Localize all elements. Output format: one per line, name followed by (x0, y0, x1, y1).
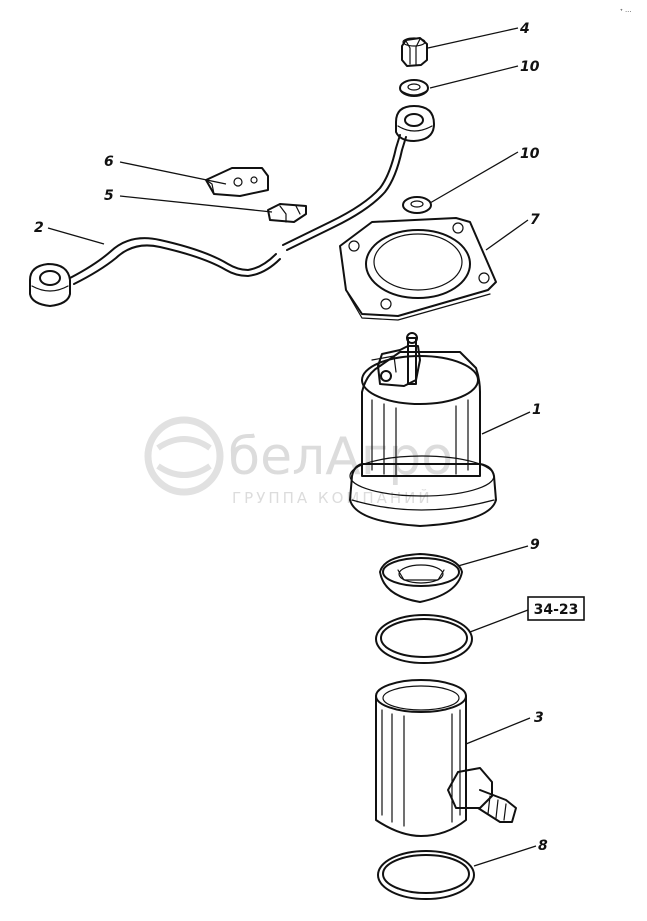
part-8-seal-ring (377, 850, 475, 900)
reference-box-label: 34-23 (534, 602, 579, 618)
callout-3: 3 (534, 710, 544, 726)
callout-4: 4 (519, 21, 530, 37)
corner-mark: ˖ ... (620, 6, 632, 14)
part-4-cap-nut (401, 37, 428, 67)
part-7-flange-gasket (339, 217, 497, 321)
part-10-washer-lower (402, 196, 432, 214)
callout-6: 6 (104, 154, 114, 170)
part-1-filter-housing (349, 332, 497, 527)
callout-1: 1 (532, 402, 542, 418)
callout-5: 5 (104, 188, 114, 204)
callout-10-upper: 10 (520, 59, 540, 75)
watermark-logo-icon (144, 416, 224, 496)
part-5-clamp-pad (267, 203, 307, 223)
callout-labels: 4 10 10 7 6 5 2 1 9 3 8 (34, 21, 548, 854)
callout-9: 9 (530, 537, 540, 553)
callout-7: 7 (530, 212, 540, 228)
part-10-washer-upper (399, 79, 429, 97)
callout-2: 2 (34, 220, 44, 236)
callout-8: 8 (538, 838, 548, 854)
watermark-brand: белАгро (228, 427, 453, 487)
part-2-fuel-line-left (29, 237, 281, 307)
fuel-line-right (282, 134, 407, 251)
callout-10-lower: 10 (520, 146, 540, 162)
banjo-fitting-upper (395, 105, 435, 142)
part-9-cup (379, 553, 463, 603)
o-ring-upper (375, 614, 473, 664)
reference-box: 34-23 (527, 596, 585, 621)
watermark-tagline: ГРУППА КОМПАНИЙ (232, 488, 433, 507)
part-6-bracket (205, 167, 269, 197)
part-3-filter-bowl (375, 679, 517, 837)
leader-lines (47, 27, 537, 867)
